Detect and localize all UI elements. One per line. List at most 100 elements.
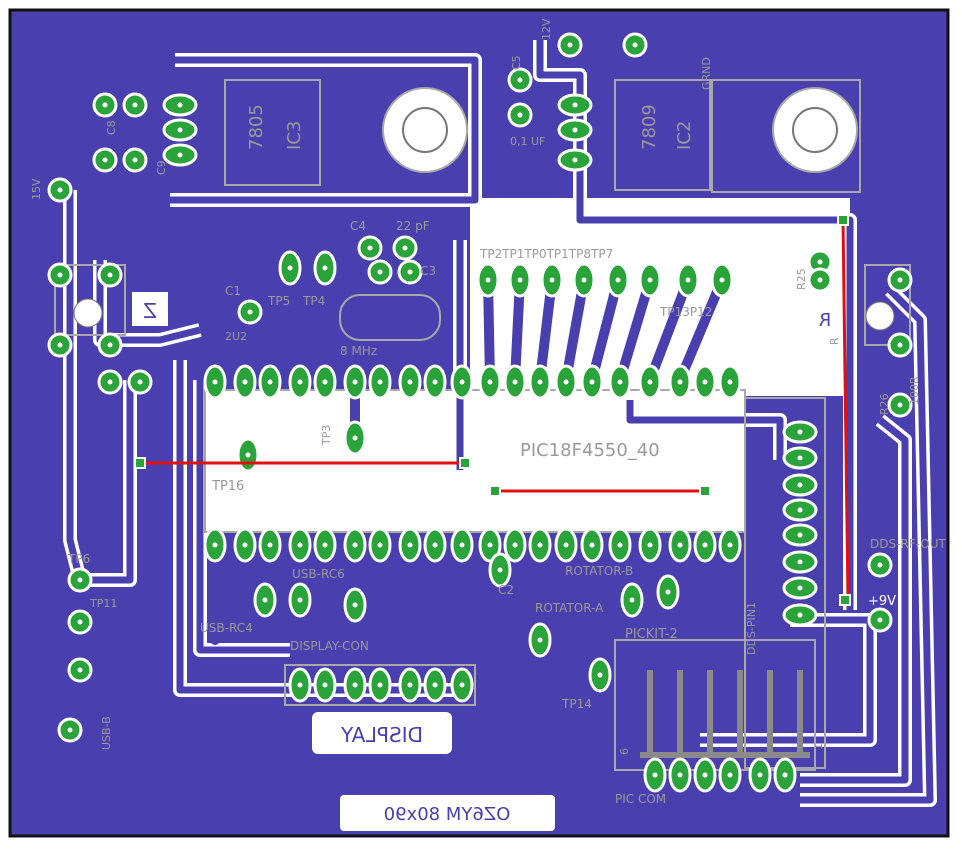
pad-hole (665, 589, 671, 595)
pad-hole (297, 682, 303, 688)
rotator-b-label: ROTATOR-B (565, 564, 633, 578)
usb-rc4-label: USB-RC4 (200, 621, 253, 635)
tp6-label: TP6 (67, 552, 90, 566)
pad-hole (352, 435, 358, 441)
pad-hole (797, 482, 803, 488)
c9-label: C9 (155, 160, 168, 175)
pad-hole (817, 277, 823, 283)
tp16-label: TP16 (211, 479, 244, 494)
r-mark: R (819, 310, 832, 331)
pad-hole (897, 277, 903, 283)
dds-pin1-label: DDS-PIN1 (745, 602, 758, 655)
c8-label: C8 (105, 120, 118, 135)
pad-hole (537, 637, 543, 643)
pad-hole (247, 309, 253, 315)
ic3-part-label: 7805 (246, 104, 267, 150)
pad-hole (797, 559, 803, 565)
pad-hole (77, 577, 83, 583)
display-con-outline (284, 664, 476, 706)
pad-hole (589, 542, 595, 548)
pad-hole (367, 245, 373, 251)
tp14-label: TP14 (561, 697, 592, 711)
pad-hole (407, 379, 413, 385)
pad-hole (685, 277, 691, 283)
display-con-label: DISPLAY-CON (290, 639, 369, 653)
r-left-label: R (828, 337, 841, 345)
pad-hole (107, 272, 113, 278)
tp3-label: TP3 (320, 425, 333, 446)
pad-hole (57, 272, 63, 278)
pad-hole (567, 42, 573, 48)
pad-hole (77, 619, 83, 625)
pad-hole (647, 277, 653, 283)
pad-hole (57, 342, 63, 348)
mcu-label: PIC18F4550_40 (520, 440, 660, 461)
pad-hole (407, 682, 413, 688)
xtal-label: 8 MHz (340, 344, 377, 358)
silkscreen (54, 79, 911, 771)
pad-hole (322, 542, 328, 548)
tp12-label: TP13P12 (659, 305, 712, 319)
ic3-outline (224, 79, 321, 186)
hole-right (772, 87, 858, 173)
pad-hole (242, 542, 248, 548)
pad-hole (402, 245, 408, 251)
pad-hole (797, 585, 803, 591)
pad-hole (797, 507, 803, 513)
pad-hole (877, 562, 883, 568)
pad-hole (719, 277, 725, 283)
silk-text: 7805 IC3 7809 IC2 GRND 12V C5 0,1 UF C8 … (30, 18, 947, 806)
pad-hole (652, 772, 658, 778)
traces (66, 40, 934, 804)
pad-hole (589, 379, 595, 385)
pad-hole (549, 277, 555, 283)
pad-hole (572, 102, 578, 108)
pad-hole (797, 612, 803, 618)
r-val-label: 100R (908, 376, 921, 405)
ic3-ref-label: IC3 (284, 121, 305, 150)
pad-hole (497, 567, 503, 573)
c1-label: C1 (225, 284, 241, 298)
rotator-a-label: ROTATOR-A (535, 601, 604, 615)
display-box: DISPLAY (312, 712, 452, 754)
pad-hole (537, 379, 543, 385)
pad-hole (377, 269, 383, 275)
pad-hole (702, 379, 708, 385)
pad-hole (77, 667, 83, 673)
v15-label: 15V (30, 178, 43, 200)
crystal-outline (339, 294, 441, 341)
pad-hole (377, 379, 383, 385)
pad-hole (102, 102, 108, 108)
pad-hole (677, 542, 683, 548)
pad-hole (485, 277, 491, 283)
pad-hole (459, 542, 465, 548)
pickit2-label: PICKIT-2 (625, 627, 678, 642)
pickit-header (640, 670, 810, 758)
pad-hole (132, 102, 138, 108)
c5-label: C5 (510, 55, 523, 70)
pad-hole (512, 542, 518, 548)
pad-hole (632, 42, 638, 48)
pad-hole (487, 379, 493, 385)
pad-hole (322, 682, 328, 688)
pad-hole (617, 542, 623, 548)
signature-box: OZ6YM 80x90 (340, 795, 555, 831)
mounting-holes (73, 87, 895, 331)
pad-hole (797, 532, 803, 538)
pad-hole (677, 772, 683, 778)
pad-hole (817, 259, 823, 265)
pad-hole (727, 542, 733, 548)
pad-hole (177, 152, 183, 158)
pad-hole (407, 269, 413, 275)
ic2-outline (614, 79, 711, 191)
pad-hole (67, 727, 73, 733)
pad-hole (797, 455, 803, 461)
pad-hole (107, 342, 113, 348)
pad-hole (757, 772, 763, 778)
pad-hole (407, 542, 413, 548)
v9-label: +9V (868, 594, 896, 609)
usb-rc6-label: USB-RC6 (292, 567, 345, 581)
pad-hole (267, 542, 273, 548)
